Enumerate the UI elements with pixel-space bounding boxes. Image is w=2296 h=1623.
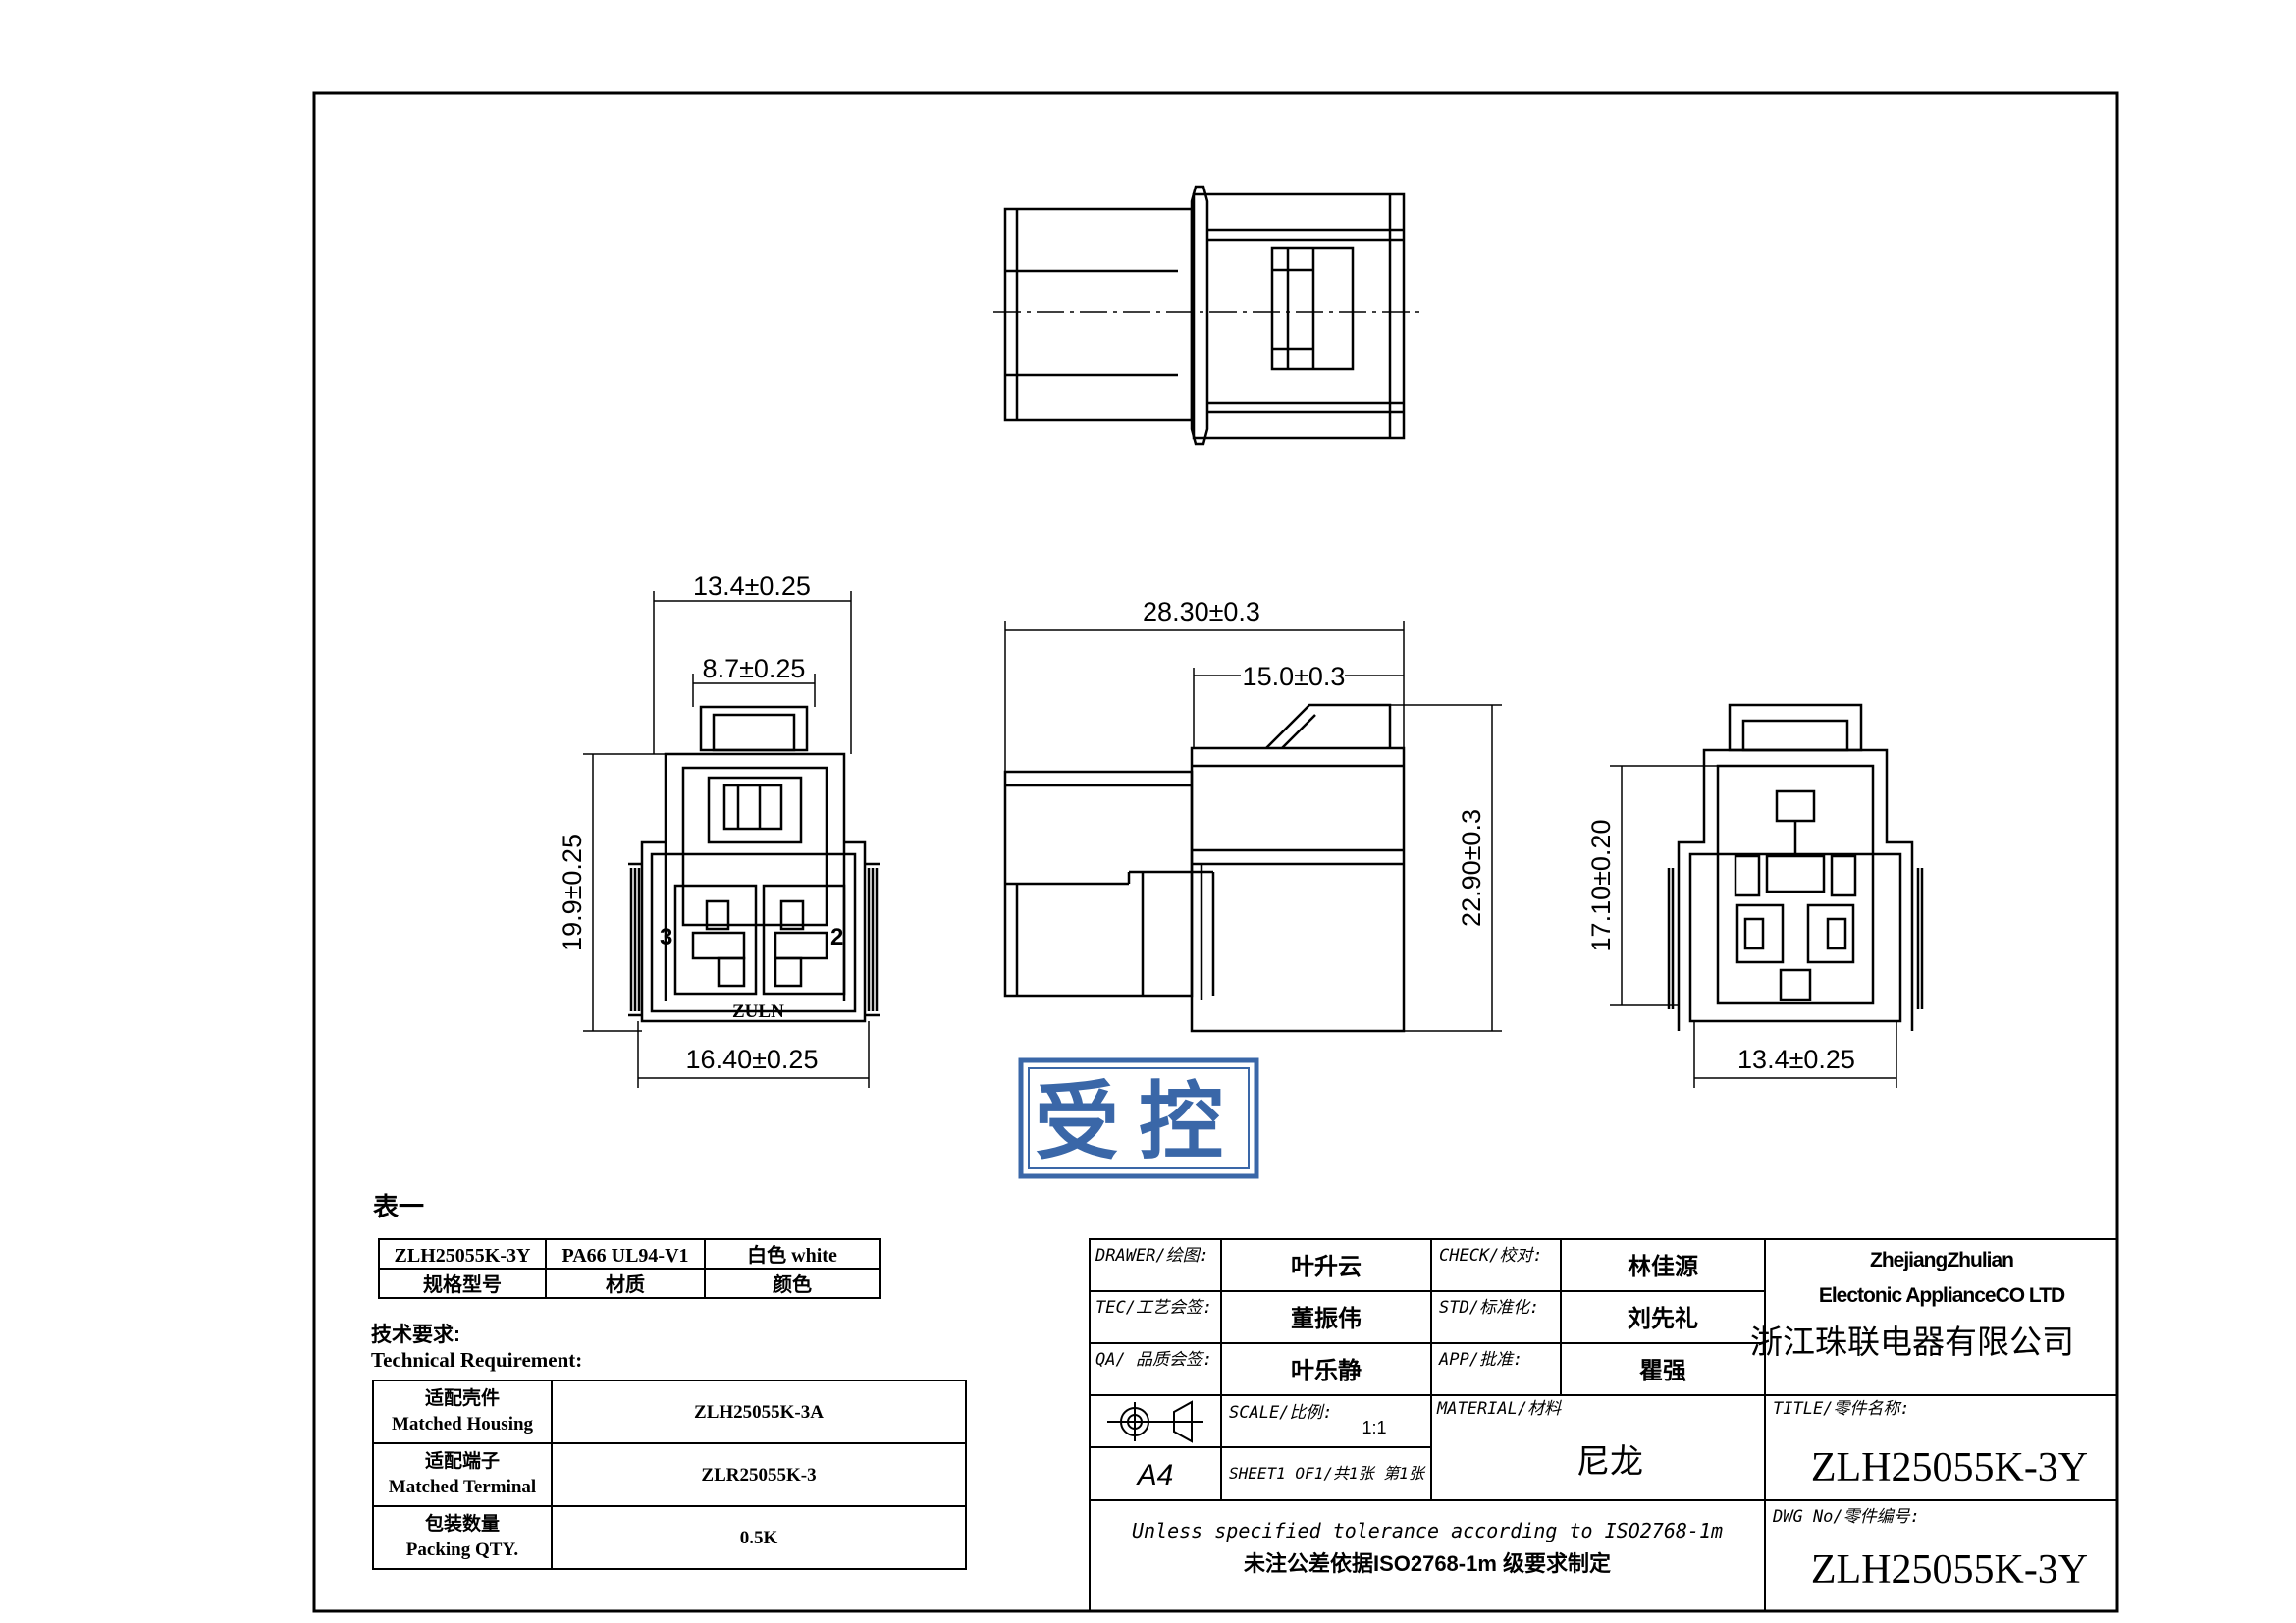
title-label: TITLE/零件名称:	[1773, 1399, 1910, 1419]
scale-value: 1:1	[1362, 1418, 1386, 1437]
std-name: 刘先礼	[1628, 1305, 1698, 1332]
material-label: MATERIAL/材料	[1436, 1399, 1562, 1419]
table1-header-material: 材质	[606, 1273, 645, 1296]
sheet-info: SHEET1 OF1/共1张 第1张	[1229, 1464, 1426, 1483]
dwg-label: DWG No/零件编号:	[1772, 1507, 1920, 1527]
dim-end-width: 13.4±0.25	[1737, 1045, 1855, 1074]
dim-front-length: 28.30±0.3	[1143, 597, 1260, 626]
tech-row1-label-cn: 适配壳件	[425, 1386, 500, 1409]
table1-color: 白色 white	[747, 1243, 837, 1267]
check-name: 林佳源	[1628, 1254, 1698, 1280]
controlled-stamp: 受控	[1018, 1057, 1259, 1179]
dim-front-height: 22.90±0.3	[1457, 809, 1486, 927]
tech-row3-value: 0.5K	[740, 1528, 778, 1548]
table1-part-number: ZLH25055K-3Y	[395, 1245, 531, 1267]
tolerance-note-cn: 未注公差依据ISO2768-1m 级要求制定	[1244, 1551, 1611, 1576]
std-label: STD/标准化:	[1439, 1298, 1539, 1318]
dim-side-height: 19.9±0.25	[558, 834, 587, 951]
check-label: CHECK/校对:	[1439, 1246, 1543, 1266]
dim-bottom-width: 16.40±0.25	[686, 1045, 819, 1074]
end-view	[1667, 703, 1924, 1031]
table1-caption: 表一	[373, 1192, 424, 1221]
table1-material: PA66 UL94-V1	[561, 1245, 688, 1267]
qa-label: QA/ 品质会签:	[1095, 1350, 1212, 1370]
brand-mark: ZULN	[732, 1001, 784, 1022]
scale-label: SCALE/比例:	[1229, 1403, 1333, 1423]
tolerance-note-en: Unless specified tolerance according to …	[1132, 1519, 1723, 1542]
company-name-en-2: Electonic ApplianceCO LTD	[1819, 1284, 2065, 1307]
tech-row1-label-en: Matched Housing	[392, 1414, 534, 1434]
tech-row3-label-cn: 包装数量	[425, 1512, 500, 1535]
tec-name: 董振伟	[1291, 1306, 1362, 1332]
table1-header-spec: 规格型号	[423, 1272, 502, 1296]
drawer-label: DRAWER/绘图:	[1095, 1246, 1209, 1266]
front-dimension-lines	[1004, 621, 1502, 1032]
dim-latch-width: 8.7±0.25	[703, 654, 806, 683]
side-view	[628, 705, 880, 1023]
tech-row2-value: ZLR25055K-3	[701, 1465, 816, 1486]
tech-row3-label-en: Packing QTY.	[406, 1540, 518, 1560]
tech-row2-label-en: Matched Terminal	[389, 1477, 536, 1497]
drawing-number: ZLH25055K-3Y	[1811, 1547, 2088, 1593]
projection-symbol-icon	[1107, 1400, 1203, 1443]
stamp-text: 受控	[1035, 1075, 1243, 1169]
dim-top-width: 13.4±0.25	[693, 571, 811, 601]
front-view	[1003, 703, 1406, 1033]
dim-latch-length: 15.0±0.3	[1243, 662, 1346, 691]
dim-end-height: 17.10±0.20	[1586, 820, 1616, 952]
tech-grid	[372, 1380, 967, 1570]
part-title: ZLH25055K-3Y	[1811, 1445, 2088, 1490]
table1-grid	[378, 1238, 881, 1299]
cavity-label-left: 3	[660, 924, 672, 950]
tec-label: TEC/工艺会签:	[1095, 1298, 1212, 1318]
end-dimension-lines	[1610, 765, 1897, 1088]
paper-size: A4	[1136, 1459, 1174, 1491]
table1-header-color: 颜色	[773, 1272, 812, 1296]
company-name-en-1: ZhejiangZhulian	[1870, 1249, 2013, 1271]
side-dimension-lines	[583, 591, 870, 1088]
tech-row2-label-cn: 适配端子	[425, 1449, 500, 1472]
cavity-label-right: 2	[830, 924, 843, 950]
drawer-name: 叶升云	[1291, 1254, 1362, 1280]
tech-title-en: Technical Requirement:	[371, 1348, 582, 1372]
tech-row1-value: ZLH25055K-3A	[694, 1402, 824, 1423]
title-block-grid	[1089, 1238, 2118, 1612]
company-name-cn: 浙江珠联电器有限公司	[1750, 1324, 2074, 1360]
top-view	[1003, 185, 1406, 446]
tech-title-cn: 技术要求:	[371, 1324, 460, 1346]
app-label: APP/批准:	[1438, 1350, 1522, 1370]
material-value: 尼龙	[1576, 1443, 1643, 1481]
qa-name: 叶乐静	[1291, 1358, 1362, 1384]
app-name: 瞿强	[1639, 1358, 1686, 1384]
